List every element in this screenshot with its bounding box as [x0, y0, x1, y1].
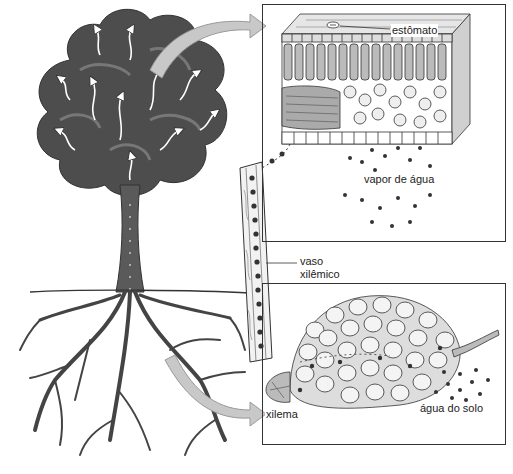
detail-panel: xilema água do solo [262, 283, 506, 445]
detail-panel: estômato vapor de água [262, 4, 506, 242]
tree-trunk [116, 185, 144, 292]
flow-arrow [165, 355, 266, 426]
part-label: estômato [391, 24, 438, 37]
xylem-vessel [240, 162, 272, 362]
soil-water-dots [434, 368, 490, 402]
ground-line [30, 290, 250, 293]
part-label: vapor de água [363, 173, 435, 186]
part-label: vaso xilêmico [299, 255, 361, 280]
root-section [266, 296, 499, 409]
flow-arrow [150, 14, 266, 78]
part-label: xilema [265, 408, 299, 421]
leaf-section [282, 14, 470, 144]
leader-line [266, 263, 297, 264]
part-label: água do solo [419, 402, 484, 415]
tree-roots [20, 292, 245, 455]
water-vapor-dots [343, 146, 432, 228]
leader-line [340, 26, 390, 29]
